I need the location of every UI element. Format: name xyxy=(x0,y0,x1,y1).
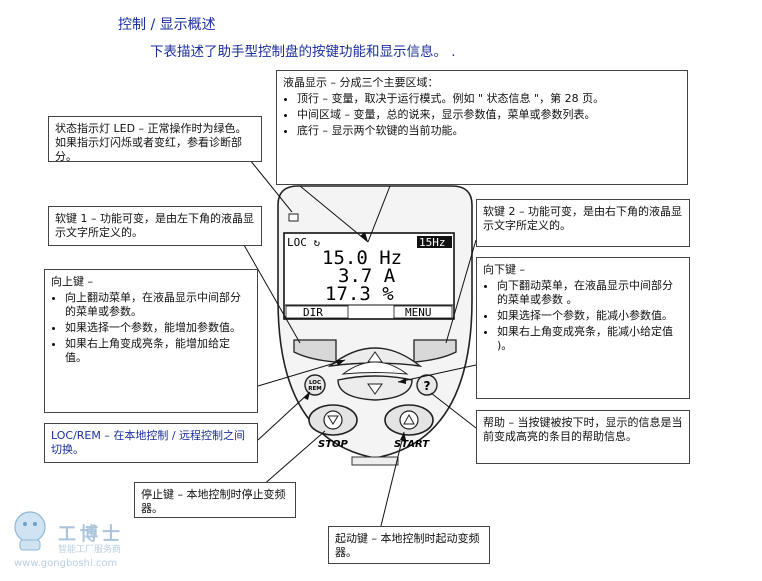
start-triangle-icon xyxy=(403,413,415,425)
loc-rem-button[interactable] xyxy=(304,374,326,396)
leader-lcd-2 xyxy=(299,185,369,243)
loc-rem-box: LOC/REM – 在本地控制 / 远程控制之间切换。 xyxy=(44,423,258,463)
lcd-softkey1-label: DIR xyxy=(303,306,323,319)
lcd-softkey2-field xyxy=(393,305,453,319)
softkey-2-description: 软键 2 – 功能可变，是由右下角的液晶显示文字所定义的。 xyxy=(483,205,682,232)
watermark-url: www.gongboshi.com xyxy=(14,558,118,569)
help-key-box: 帮助 – 当按键被按下时，显示的信息是当前变成高亮的条目的帮助信息。 xyxy=(476,410,690,464)
lcd-reference-highlight xyxy=(417,236,452,248)
page-title: 控制 / 显示概述 xyxy=(118,17,216,33)
lcd-description-box: 液晶显示 – 分成三个主要区域： 顶行 – 变量，取决于运行模式。例如 " 状态… xyxy=(276,70,688,185)
lcd-line-2: 3.7 A xyxy=(338,265,396,287)
leader-softkey-2 xyxy=(445,239,477,344)
down-arrow-icon xyxy=(367,383,383,395)
arrowhead-up xyxy=(336,360,345,366)
up-arrow-icon xyxy=(367,351,383,363)
up-key-list: 向上翻动菜单，在液晶显示中间部分的菜单或参数。 如果选择一个参数，能增加参数值。… xyxy=(51,291,251,365)
leader-lcd xyxy=(367,185,391,243)
start-label: START xyxy=(394,439,430,450)
arrowhead-loc-rem xyxy=(304,392,310,400)
stop-key-box: 停止键 – 本地控制时停止变频器。 xyxy=(134,482,296,518)
softkey-1-box: 软键 1 – 功能可变，是由左下角的液晶显示文字所定义的。 xyxy=(48,206,262,246)
down-key-list: 向下翻动菜单，在液晶显示中间部分的菜单或参数 。 如果选择一个参数，能减小参数值… xyxy=(483,279,683,353)
list-item: 底行 – 显示两个软键的当前功能。 xyxy=(297,124,681,138)
leader-start xyxy=(379,431,405,531)
start-key-box: 起动键 – 本地控制时起动变频器。 xyxy=(328,526,490,564)
lcd-softkey2-label: MENU xyxy=(405,306,432,319)
up-key-box: 向上键 – 向上翻动菜单，在液晶显示中间部分的菜单或参数。 如果选择一个参数，能… xyxy=(44,269,258,413)
leader-softkey-1 xyxy=(239,237,301,344)
list-item: 如果选择一个参数，能减小参数值。 xyxy=(497,309,683,323)
status-led-icon xyxy=(288,213,299,222)
lcd-line-3: 17.3 % xyxy=(325,283,394,305)
down-key-heading: 向下键 – xyxy=(483,263,525,276)
up-button-face xyxy=(341,361,409,375)
help-button[interactable] xyxy=(416,374,438,396)
lcd-top-left: LOC ↻ xyxy=(287,236,320,249)
arrowhead-lcd xyxy=(360,232,368,242)
arrowhead-down xyxy=(398,378,406,384)
leader-status-led xyxy=(249,159,293,213)
loc-rem-description: LOC/REM – 在本地控制 / 远程控制之间切换。 xyxy=(51,429,246,456)
status-led-box: 状态指示灯 LED – 正常操作时为绿色。如果指示灯闪烁或者变红，参看诊断部分。 xyxy=(48,116,262,163)
softkey-1-description: 软键 1 – 功能可变，是由左下角的液晶显示文字所定义的。 xyxy=(55,212,254,239)
leader-help xyxy=(430,392,477,429)
lcd-top-right: 15Hz xyxy=(419,236,446,249)
list-item: 顶行 – 变量，取决于运行模式。例如 " 状态信息 "，第 28 页。 xyxy=(297,92,681,106)
panel-foot xyxy=(351,456,399,466)
up-key-heading: 向上键 – xyxy=(51,275,93,288)
leader-up xyxy=(257,359,346,387)
list-item: 向上翻动菜单，在液晶显示中间部分的菜单或参数。 xyxy=(65,291,251,319)
list-item: 中间区域 – 变量，总的说来，显示参数值，菜单或参数列表。 xyxy=(297,108,681,122)
loc-rem-label-2: REM xyxy=(308,386,321,392)
help-icon: ? xyxy=(424,379,431,393)
help-key-description: 帮助 – 当按键被按下时，显示的信息是当前变成高亮的条目的帮助信息。 xyxy=(483,416,683,443)
lcd-line-1: 15.0 Hz xyxy=(322,247,402,269)
lcd-description-heading: 液晶显示 – 分成三个主要区域： xyxy=(283,76,439,89)
softkey-2-box: 软键 2 – 功能可变，是由右下角的液晶显示文字所定义的。 xyxy=(476,199,690,247)
watermark-tagline: 智能工厂服务商 xyxy=(58,545,122,555)
list-item: 如果右上角变成亮条，能减小给定值 )。 xyxy=(497,325,683,353)
panel-body xyxy=(277,185,473,459)
leader-loc-rem xyxy=(257,391,311,441)
arrowhead-start xyxy=(400,432,406,440)
start-key-description: 起动键 – 本地控制时起动变频器。 xyxy=(335,532,480,559)
page-subtitle: 下表描述了助手型控制盘的按键功能和显示信息。 . xyxy=(150,44,456,60)
list-item: 如果选择一个参数，能增加参数值。 xyxy=(65,321,251,335)
list-item: 如果右上角变成亮条，能增加给定值。 xyxy=(65,337,251,365)
stop-label: STOP xyxy=(318,439,349,450)
status-led-description: 状态指示灯 LED – 正常操作时为绿色。如果指示灯闪烁或者变红，参看诊断部分。 xyxy=(55,122,247,163)
loc-rem-label-1: LOC xyxy=(309,380,321,386)
leader-stop xyxy=(261,430,326,487)
list-item: 向下翻动菜单，在液晶显示中间部分的菜单或参数 。 xyxy=(497,279,683,307)
lcd-description-list: 顶行 – 变量，取决于运行模式。例如 " 状态信息 "，第 28 页。 中间区域… xyxy=(283,92,681,138)
lcd-softkey1-field xyxy=(285,305,349,319)
stop-key-description: 停止键 – 本地控制时停止变频器。 xyxy=(141,488,286,515)
stop-triangle-icon xyxy=(327,415,339,425)
watermark-brand: 工博士 xyxy=(58,524,124,545)
leader-down xyxy=(397,364,477,383)
down-key-box: 向下键 – 向下翻动菜单，在液晶显示中间部分的菜单或参数 。 如果选择一个参数，… xyxy=(476,257,690,399)
